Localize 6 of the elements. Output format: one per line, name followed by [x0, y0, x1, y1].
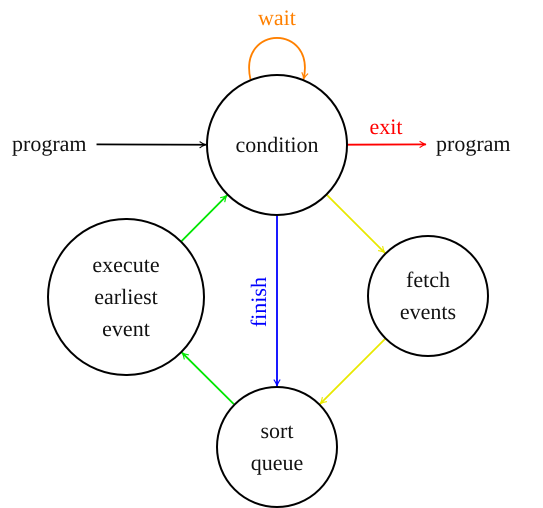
text-label: program	[436, 131, 511, 158]
state-label: execute earliest event	[91, 251, 161, 343]
text-label: program	[12, 131, 87, 158]
state-label: fetch events	[398, 266, 458, 326]
state-label: condition	[234, 131, 320, 160]
state-label: sort queue	[250, 417, 304, 477]
